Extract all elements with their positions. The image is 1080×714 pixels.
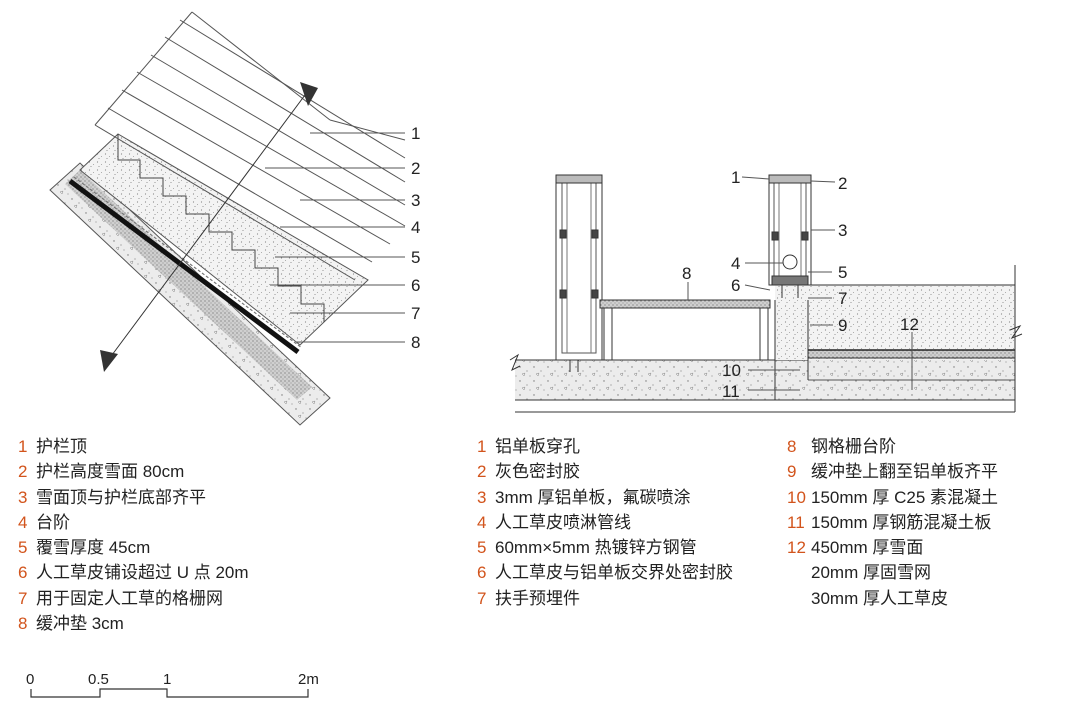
slope-callouts: 1 2 3 4 5 6 7 8 [411,124,420,352]
legend-slope: 1 护栏顶 2 护栏高度雪面 80cm 3 雪面顶与护栏底部齐平 4 台阶 5 覆雪厚度 … [18,434,249,636]
legend-text: 雪面顶与护栏底部齐平 [36,487,206,507]
callout: 11 [722,382,740,401]
legend-text: 30mm 厚人工草皮 [811,588,948,608]
legend-number: 7 [18,588,28,608]
legend-item: 11 150mm 厚钢筋混凝土板 [787,510,998,535]
legend-text: 扶手预埋件 [495,588,580,608]
callout: 6 [411,276,420,295]
legend-number: 4 [18,512,28,532]
legend-text: 150mm 厚钢筋混凝土板 [811,512,992,532]
callout: 9 [838,316,847,335]
legend-text: 灰色密封胶 [495,462,580,482]
callout: 1 [411,124,420,143]
legend-text: 人工草皮喷淋管线 [495,512,631,532]
legend-number: 3 [477,487,487,507]
callout: 3 [838,221,847,240]
legend-number: 1 [18,437,28,456]
legend-guardrail-a: 1 铝单板穿孔 2 灰色密封胶 3 3mm 厚铝单板，氟碳喷涂 4 人工草皮喷淋管线 5… [477,434,733,611]
legend-number: 10 [787,487,806,507]
legend-number: 4 [477,512,487,532]
callout: 7 [838,289,847,308]
legend-text: 人工草皮与铝单板交界处密封胶 [495,563,733,583]
legend-number: 11 [787,512,805,532]
slope-section [49,11,406,426]
legend-number: 8 [18,614,28,634]
callout: 2 [411,159,420,178]
callout: 2 [838,174,847,193]
legend-number: 3 [18,487,28,507]
legend-number: 6 [18,563,28,583]
legend-number: 5 [18,538,28,558]
legend-text: 150mm 厚 C25 素混凝土 [811,487,999,507]
legend-number: 9 [787,462,797,482]
callout: 10 [722,361,741,380]
legend-item: 1 护栏顶 [18,434,249,459]
legend-item: 20mm 厚固雪网 [787,560,998,585]
callout: 5 [411,248,420,267]
legend-text: 3mm 厚铝单板，氟碳喷涂 [495,487,691,507]
legend-item: 2 护栏高度雪面 80cm [18,459,249,484]
legend-item: 8 缓冲垫 3cm [18,611,249,636]
legend-text: 缓冲垫上翻至铝单板齐平 [811,462,998,482]
scale-bar [30,688,309,698]
callout: 1 [731,168,740,187]
legend-number: 12 [787,538,806,558]
legend-text: 缓冲垫 3cm [36,614,124,634]
legend-item: 7 扶手预埋件 [477,586,733,611]
legend-item: 8 钢格栅台阶 [787,434,998,459]
legend-number: 6 [477,563,487,583]
legend-item: 7 用于固定人工草的格栅网 [18,586,249,611]
legend-text: 台阶 [36,512,70,532]
legend-item: 2 灰色密封胶 [477,459,733,484]
legend-item: 30mm 厚人工草皮 [787,586,998,611]
callout: 6 [731,276,740,295]
callout: 4 [731,254,740,273]
legend-item: 9 缓冲垫上翻至铝单板齐平 [787,459,998,484]
callout: 8 [682,264,691,283]
legend-text: 钢格栅台阶 [811,437,896,456]
legend-text: 护栏顶 [36,437,87,456]
legend-number: 7 [477,588,487,608]
callout: 5 [838,263,847,282]
legend-text: 护栏高度雪面 80cm [36,462,185,482]
callout: 7 [411,304,420,323]
legend-text: 450mm 厚雪面 [811,538,924,558]
legend-item: 4 人工草皮喷淋管线 [477,510,733,535]
scale-label: 0.5 [88,671,109,688]
legend-item: 5 覆雪厚度 45cm [18,535,249,560]
scale-label: 0 [26,671,34,688]
callout: 12 [900,315,919,334]
scale-label: 1 [163,671,171,688]
legend-text: 人工草皮铺设超过 U 点 20m [36,563,249,583]
legend-number: 2 [477,462,487,482]
legend-number: 8 [787,437,797,456]
legend-item: 3 雪面顶与护栏底部齐平 [18,485,249,510]
legend-text: 用于固定人工草的格栅网 [36,588,223,608]
legend-text: 60mm×5mm 热镀锌方钢管 [495,538,697,558]
guardrail-section [509,174,1023,413]
guardrail-callouts: 1 2 3 4 5 6 7 8 9 10 11 12 [682,168,919,401]
callout: 8 [411,333,420,352]
legend-number: 1 [477,437,487,456]
scale-label: 2m [298,671,319,688]
legend-item: 3 3mm 厚铝单板，氟碳喷涂 [477,485,733,510]
legend-text: 铝单板穿孔 [495,437,580,456]
legend-item: 5 60mm×5mm 热镀锌方钢管 [477,535,733,560]
legend-number: 5 [477,538,487,558]
legend-text: 覆雪厚度 45cm [36,538,151,558]
legend-item: 1 铝单板穿孔 [477,434,733,459]
legend-item: 6 人工草皮与铝单板交界处密封胶 [477,560,733,585]
legend-text: 20mm 厚固雪网 [811,563,931,583]
callout: 3 [411,191,420,210]
legend-item: 6 人工草皮铺设超过 U 点 20m [18,560,249,585]
legend-number: 2 [18,462,28,482]
callout: 4 [411,218,420,237]
legend-item: 4 台阶 [18,510,249,535]
